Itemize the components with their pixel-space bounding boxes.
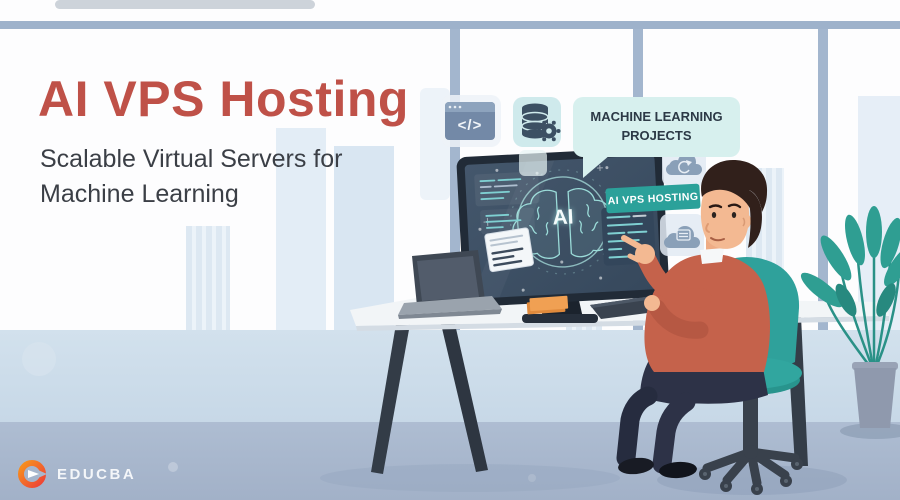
code-glyph: </> [457,116,483,134]
code-window-icon [441,95,501,147]
window-mullion [450,29,460,332]
laptop [398,250,502,319]
ai-vps-hosting-badge: AI VPS HOSTING [605,183,701,214]
page-title: AI VPS Hosting [38,71,409,127]
shoe [659,461,697,479]
floor-shadows [320,423,900,495]
person [616,160,770,479]
educba-logo-icon [18,460,47,488]
cloud-server-icon [660,214,704,256]
floor-decor-dot [168,462,178,472]
educba-logo: EDUCBA [16,456,136,492]
window-mullion [818,29,828,332]
window-top-frame [0,21,900,29]
wall-decor-circle [22,342,56,376]
page-subtitle: Scalable Virtual Servers for Machine Lea… [40,142,342,212]
brand-name: EDUCBA [57,465,137,483]
decor-card [519,150,547,176]
subtitle-line-2: Machine Learning [40,180,239,208]
building-silhouette [186,226,230,330]
subtitle-line-1: Scalable Virtual Servers for [40,145,343,173]
building-silhouette [334,146,394,330]
screen-ai-label: AI [551,205,575,230]
speech-bubble-tail [583,155,610,178]
floor-decor-dot [528,474,536,482]
screen-code-panel [474,171,540,235]
building-silhouette [276,128,326,330]
collar [700,248,724,264]
speech-bubble-text: MACHINE LEARNING PROJECTS [590,109,723,143]
plant [800,206,900,428]
sticky-notes [526,295,569,315]
person-head [700,160,768,249]
plant-pot [854,368,896,428]
ceiling-shadow [55,0,315,9]
shoe [618,457,654,475]
speech-bubble: MACHINE LEARNING PROJECTS [573,97,740,178]
screen-document-card [484,227,534,273]
database-gear-icon [513,97,561,147]
